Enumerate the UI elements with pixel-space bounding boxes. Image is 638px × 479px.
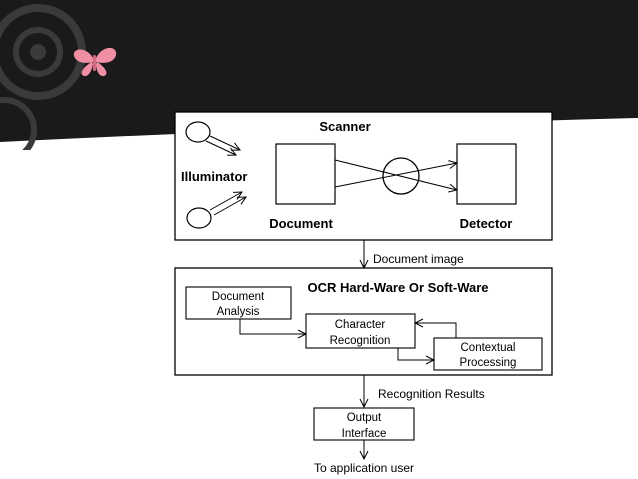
scanner-title: Scanner bbox=[319, 119, 370, 134]
illuminator-lamp-bottom bbox=[186, 207, 212, 229]
character-recognition-label-line2: Recognition bbox=[330, 335, 391, 347]
contextual-processing-box bbox=[433, 337, 543, 371]
ocr-internal-arrows bbox=[239, 319, 457, 360]
optical-paths bbox=[334, 159, 457, 190]
document-box bbox=[275, 143, 336, 205]
to-application-user-label: To application user bbox=[314, 461, 414, 475]
output-interface-box bbox=[313, 407, 415, 441]
output-interface-label-line2: Interface bbox=[342, 428, 387, 440]
document-analysis-box bbox=[185, 286, 292, 320]
header-background bbox=[0, 0, 638, 142]
light-rays-top bbox=[205, 135, 240, 155]
butterfly-icon bbox=[73, 47, 117, 77]
contextual-processing-label-line1: Contextual bbox=[461, 342, 516, 354]
illuminator-label: Illuminator bbox=[181, 169, 247, 184]
lens-icon bbox=[382, 157, 420, 195]
document-analysis-label-line1: Document bbox=[212, 291, 265, 303]
character-recognition-label-line1: Character bbox=[335, 319, 386, 331]
document-image-label: Document image bbox=[373, 252, 464, 266]
detector-box bbox=[456, 143, 517, 205]
document-analysis-label-line2: Analysis bbox=[217, 306, 260, 318]
light-rays-bottom bbox=[209, 192, 246, 216]
slide-header bbox=[0, 0, 638, 150]
illuminator-lamp-top bbox=[185, 121, 211, 143]
character-recognition-box bbox=[305, 313, 416, 349]
ocr-title: OCR Hard-Ware Or Soft-Ware bbox=[307, 280, 488, 295]
detector-label: Detector bbox=[460, 216, 513, 231]
recognition-results-label: Recognition Results bbox=[378, 387, 485, 401]
document-label: Document bbox=[269, 216, 333, 231]
contextual-processing-label-line2: Processing bbox=[460, 357, 517, 369]
output-interface-label-line1: Output bbox=[347, 412, 382, 424]
